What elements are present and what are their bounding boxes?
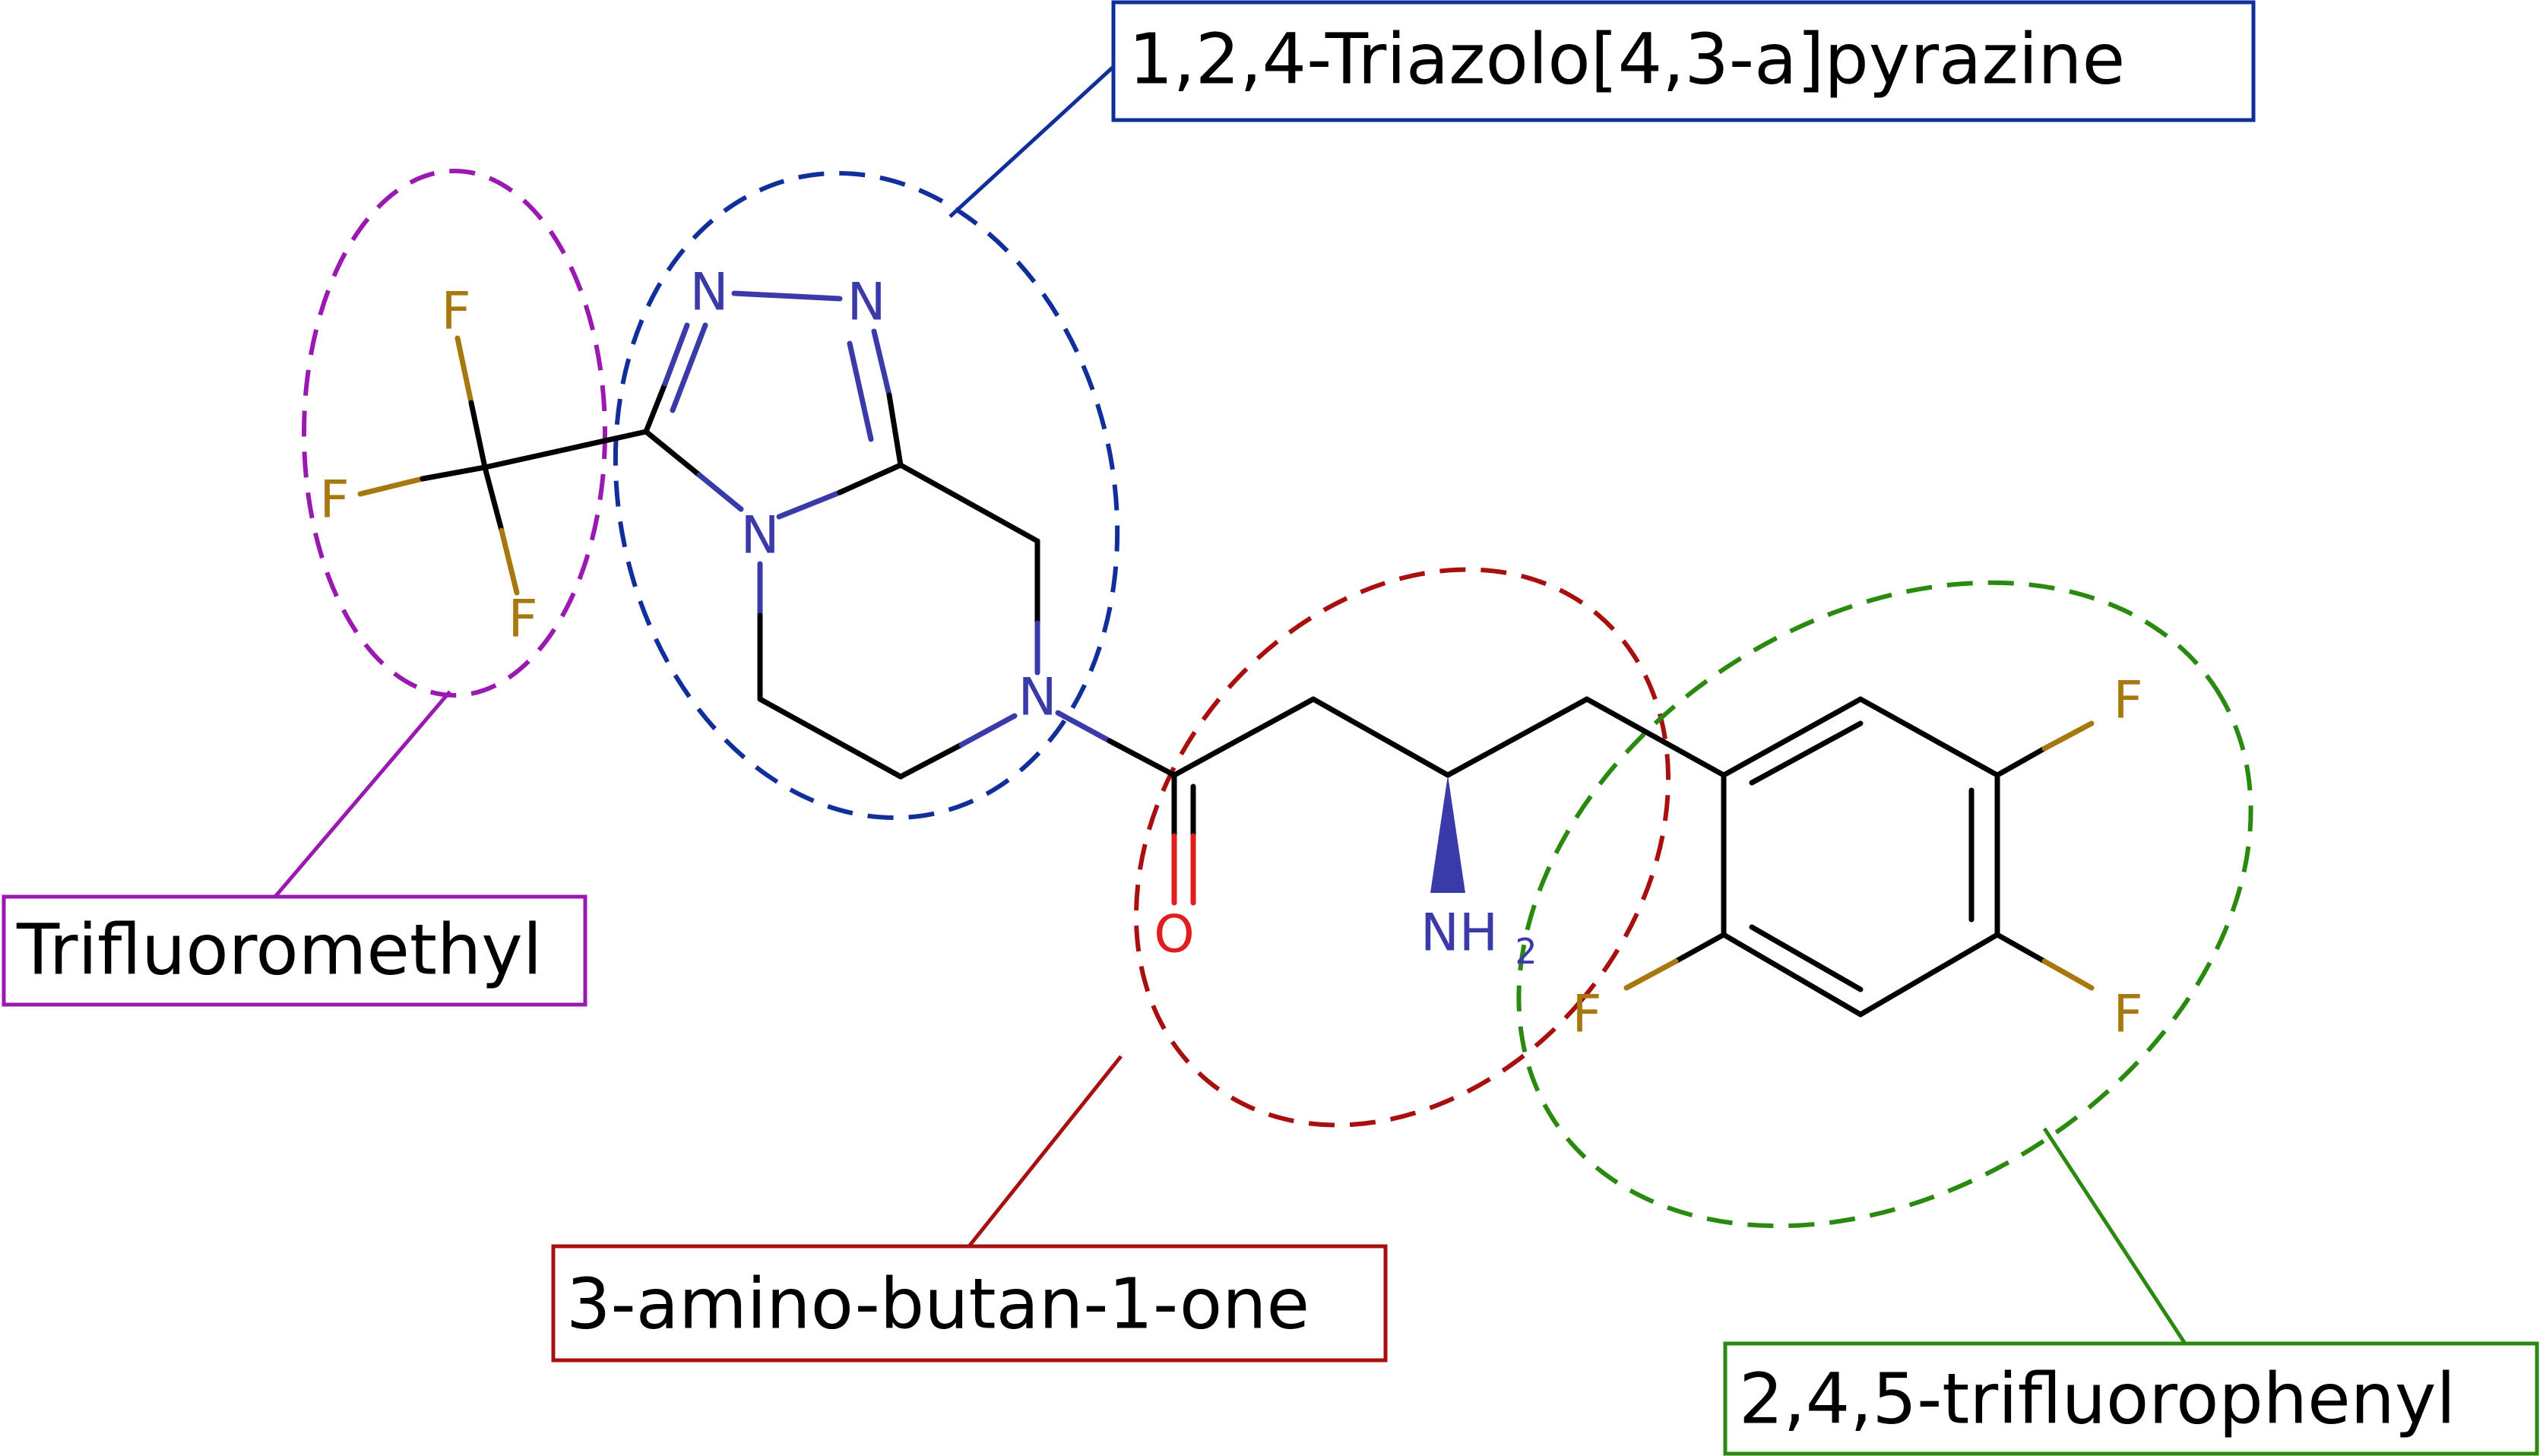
bond-n4-c8a-b xyxy=(837,462,904,495)
label-trifluoromethyl: Trifluoromethyl xyxy=(2,894,587,1007)
label-trifluorophenyl-box xyxy=(1723,1341,2539,1456)
atom-f-cf3-top: F xyxy=(441,282,470,342)
bond-n1-c8a-a xyxy=(871,328,892,398)
aminobutanone-leader xyxy=(967,1055,1123,1248)
bond-c3-n4-b xyxy=(696,472,744,512)
aminobutanone-ellipse xyxy=(1133,567,1671,1128)
atom-f-ring-left: F xyxy=(1572,985,1601,1045)
atom-f-ring-right: F xyxy=(2113,985,2142,1045)
bond-n7-c1-b xyxy=(1107,738,1177,778)
bond-n7-c1-a xyxy=(1055,710,1113,744)
bond-c6-n7-b xyxy=(958,713,1018,748)
triazolopyrazine-leader xyxy=(948,63,1117,218)
bond-c8a-c8 xyxy=(898,462,1040,544)
atom-n-piperazine: N xyxy=(1018,668,1057,728)
label-trifluoromethyl-text: Trifluoromethyl xyxy=(16,910,542,991)
bond-c3-n2-a xyxy=(643,381,668,435)
bond-c3-n2-b xyxy=(662,322,690,387)
ring-bond-4 xyxy=(1857,932,2000,1018)
bond-cf3-f-bottom-a xyxy=(482,464,505,533)
ring-f-right-a xyxy=(1994,932,2047,964)
label-triazolopyrazine-box xyxy=(1111,0,2256,122)
label-trifluorophenyl-text: 2,4,5-trifluorophenyl xyxy=(1739,1359,2456,1440)
bond-cf3-f-left-a xyxy=(357,476,426,497)
atom-f-cf3-bottom: F xyxy=(508,590,537,650)
bond-c6-n7-a xyxy=(898,742,964,780)
bond-n1-c8a-b xyxy=(886,392,904,468)
label-trifluorophenyl: 2,4,5-trifluorophenyl xyxy=(1723,1341,2539,1456)
ring-f-right-b xyxy=(2041,958,2095,991)
trifluoromethyl-ellipse xyxy=(302,169,607,698)
trifluorophenyl-ellipse xyxy=(1516,580,2253,1229)
trifluoromethyl-leader xyxy=(274,690,451,898)
atom-nh2-main: NH xyxy=(1420,904,1498,964)
label-aminobutanone-text: 3-amino-butan-1-one xyxy=(566,1264,1310,1345)
atom-n-triazole-2: N xyxy=(690,263,729,323)
atom-n-triazole-1: N xyxy=(847,273,886,333)
bond-cf3-f-left-b xyxy=(420,464,488,482)
bond-c2-c3 xyxy=(1310,696,1451,778)
triazolopyrazine-ellipse xyxy=(613,170,1120,821)
bond-c3-n4-a xyxy=(643,429,702,478)
bond-n4-c8a-a xyxy=(776,489,843,520)
bond-c1-c2 xyxy=(1171,696,1316,778)
label-aminobutanone-box xyxy=(551,1244,1388,1363)
ring-f-left-b xyxy=(1623,958,1679,991)
bond-cf3-f-top-b xyxy=(468,400,488,470)
bond-c5-c6 xyxy=(757,696,904,780)
ring-inner-3 xyxy=(1749,924,1864,992)
label-triazolopyrazine: 1,2,4-Triazolo[4,3-a]pyrazine xyxy=(1111,0,2256,122)
atom-n-triazole-4: N xyxy=(741,506,780,566)
ring-f-left-a xyxy=(1673,932,1727,964)
bond-n2-n1 xyxy=(731,290,843,302)
ring-bond-5 xyxy=(1721,932,1864,1018)
ring-inner-1 xyxy=(1749,720,1864,786)
bond-c3-n2-inner xyxy=(670,322,708,413)
trifluorophenyl-leader xyxy=(2042,1127,2187,1345)
atom-f-cf3-left: F xyxy=(319,470,349,530)
bond-cf3-f-top-a xyxy=(454,335,474,406)
ring-f-top-b xyxy=(2041,720,2095,752)
wedge-bond-nh2 xyxy=(1430,775,1465,893)
label-aminobutanone: 3-amino-butan-1-one xyxy=(551,1244,1388,1363)
bond-cf3-c3 xyxy=(482,429,649,470)
bond-n1-c8a-inner xyxy=(847,340,874,442)
atom-nh2-subscript: 2 xyxy=(1515,931,1537,972)
bond-c3-c4 xyxy=(1445,696,1590,778)
atom-o-carbonyl: O xyxy=(1154,905,1195,965)
label-trifluoromethyl-box xyxy=(2,894,587,1007)
ring-bond-2 xyxy=(1857,696,2000,778)
bond-c4-ring xyxy=(1584,696,1727,778)
ring-f-top-a xyxy=(1994,745,2047,778)
ring-bond-1 xyxy=(1721,696,1864,778)
label-triazolopyrazine-text: 1,2,4-Triazolo[4,3-a]pyrazine xyxy=(1129,19,2125,100)
bond-cf3-f-bottom-b xyxy=(499,527,520,596)
atom-f-ring-top: F xyxy=(2113,671,2142,731)
